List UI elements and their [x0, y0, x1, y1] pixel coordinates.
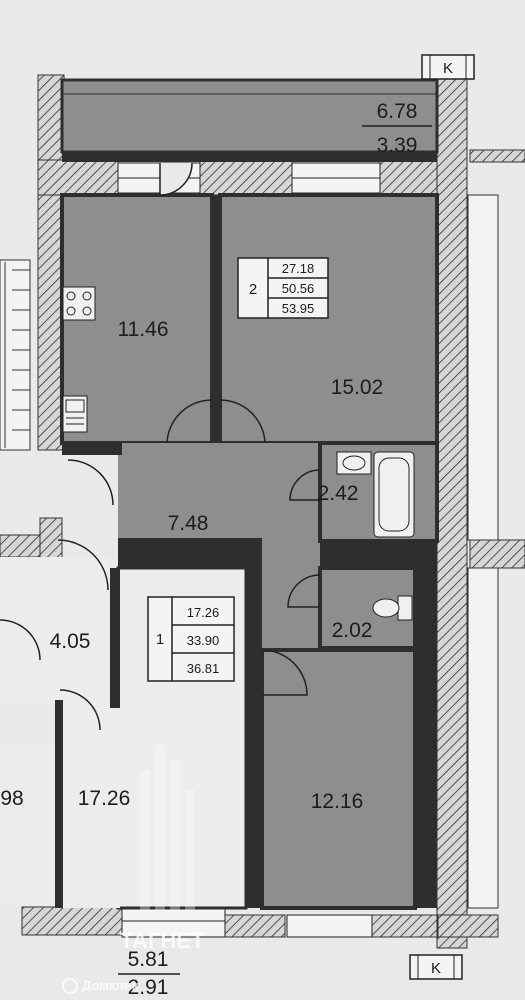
stove-icon: [62, 286, 96, 321]
watermark-brand: Домклик: [82, 978, 139, 993]
balcony-bottom-area-full: 5.81: [128, 948, 169, 971]
sink-icon: [62, 395, 88, 433]
room-1-area: 17.26: [78, 787, 131, 810]
balcony-top-area-reduced: 3.39: [377, 134, 418, 157]
apartment-2-total-area: 50.56: [282, 281, 315, 296]
k-marker-top-label: K: [443, 60, 453, 77]
kitchen-area: 11.46: [118, 318, 169, 341]
apartment-2-total-area-with-balcony: 53.95: [282, 301, 315, 316]
staircase: [0, 259, 31, 451]
k-marker-top: K: [421, 54, 475, 80]
bedroom-area: 15.02: [331, 376, 384, 399]
watermark-logo-text: ТАГНЕТ: [120, 928, 205, 953]
watermark: ТАГНЕТ Домклик: [62, 745, 205, 994]
k-marker-bottom-label: K: [431, 960, 441, 977]
bathroom-area: 2.42: [318, 482, 359, 505]
apartment-2-legend: 2 27.18 50.56 53.95: [237, 257, 329, 319]
balcony-bottom-area-reduced: 2.91: [128, 976, 169, 999]
door-swings: [0, 162, 321, 731]
brand-logo-icon: [62, 978, 78, 994]
washbasin-icon: [336, 451, 372, 475]
apartment-1-living-area: 17.26: [187, 605, 220, 620]
toilet-area: 2.02: [332, 619, 373, 642]
neighbour-right: [467, 194, 499, 909]
apartment-1-total-area: 33.90: [187, 633, 220, 648]
neighbour-area-partial: 98: [0, 787, 23, 810]
bathtub-icon: [373, 451, 415, 538]
toilet-icon: [372, 595, 413, 621]
apartment-1-legend: 1 17.26 33.90 36.81: [147, 596, 235, 682]
balcony-top: [60, 78, 439, 162]
room-area-labels: 6.78 3.39 11.46 15.02 2.42 7.48 2.02 12.…: [0, 100, 432, 999]
fixtures: [62, 286, 415, 621]
k-marker-bottom: K: [409, 954, 463, 980]
apartment-2-living-area: 27.18: [282, 261, 315, 276]
living-room-area: 12.16: [311, 790, 364, 813]
apartment-1-number: 1: [156, 631, 164, 648]
hallway-2-area: 7.48: [168, 512, 209, 535]
hallway-1-area: 4.05: [50, 630, 91, 653]
balcony-top-area-full: 6.78: [377, 100, 418, 123]
apartment-1-total-area-with-balcony: 36.81: [187, 661, 220, 676]
apartment-2-rooms: [60, 193, 439, 910]
apartment-2-number: 2: [249, 281, 257, 298]
